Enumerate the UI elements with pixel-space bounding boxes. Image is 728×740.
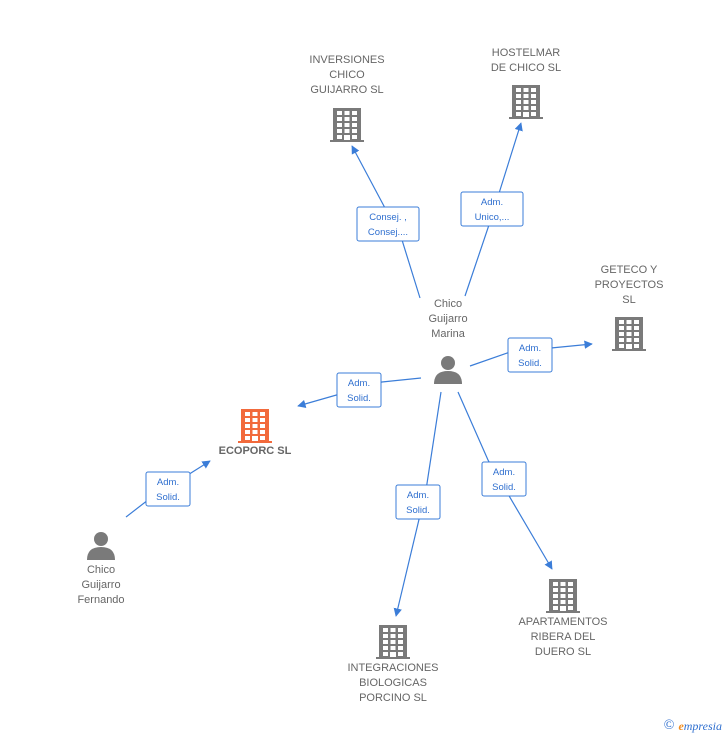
node-label-line: ECOPORC SL <box>219 445 292 457</box>
edge-label-box[interactable] <box>145 471 191 507</box>
edge-marina-ecoporc: Adm. Solid. <box>297 372 422 408</box>
node-label-line: DUERO SL <box>535 646 591 658</box>
edge-label-line: Consej.... <box>368 227 408 238</box>
edge-label-line: Solid. <box>492 482 516 493</box>
edge-label-line: Consej. , <box>369 212 407 223</box>
building-icon <box>330 108 364 142</box>
node-label-line: SL <box>622 294 635 306</box>
edge-marina-hostelmar: Adm. Unico,... <box>460 122 524 297</box>
edge-label-line: Adm. <box>157 477 179 488</box>
edge-arrow <box>297 377 422 408</box>
edge-arrow <box>457 391 553 570</box>
node-integraciones[interactable]: INTEGRACIONES BIOLOGICAS PORCINO SL <box>347 625 439 704</box>
edge-label-line: Solid. <box>406 505 430 516</box>
edge-marina-integraciones: Adm. Solid. <box>393 391 442 617</box>
node-label-line: Marina <box>431 328 466 340</box>
edge-label-line: Unico,... <box>475 212 510 223</box>
building-icon <box>546 579 580 613</box>
edge-label-line: Adm. <box>481 197 503 208</box>
edge-label-line: Solid. <box>518 358 542 369</box>
edge-label-box[interactable] <box>336 372 382 408</box>
node-label-line: Fernando <box>77 594 124 606</box>
node-label-line: HOSTELMAR <box>492 47 561 59</box>
building-icon <box>238 409 272 443</box>
edge-label-line: Adm. <box>348 378 370 389</box>
person-icon <box>434 356 462 384</box>
node-label-line: BIOLOGICAS <box>359 677 427 689</box>
node-label-line: GUIJARRO SL <box>310 84 383 96</box>
building-icon <box>509 85 543 119</box>
empresia-watermark: © empresia <box>664 718 722 734</box>
node-inversiones[interactable]: INVERSIONES CHICO GUIJARRO SL <box>309 54 385 142</box>
edge-label-box[interactable] <box>507 337 553 373</box>
edge-fernando-ecoporc: Adm. Solid. <box>125 460 211 518</box>
node-label-line: PORCINO SL <box>359 692 427 704</box>
nodes-layer: INVERSIONES CHICO GUIJARRO SL HOSTELMAR DE C… <box>77 47 663 704</box>
edges-layer: Consej. , Consej.... Adm. Unico,... Adm. Soli… <box>125 122 593 617</box>
edge-label-box[interactable] <box>481 461 527 497</box>
edge-label-box[interactable] <box>460 191 524 227</box>
node-label-line: Guijarro <box>81 579 120 591</box>
node-hostelmar[interactable]: HOSTELMAR DE CHICO SL <box>491 47 561 119</box>
edge-marina-geteco: Adm. Solid. <box>469 337 593 373</box>
node-label-line: Guijarro <box>428 313 467 325</box>
brand-logo: empresia <box>678 718 722 733</box>
node-label-line: PROYECTOS <box>595 279 664 291</box>
node-label-line: INTEGRACIONES <box>347 662 438 674</box>
edge-label-box[interactable] <box>356 206 420 242</box>
edge-marina-apartamentos: Adm. Solid. <box>457 391 553 570</box>
copyright-symbol: © <box>663 718 675 733</box>
node-label-line: Chico <box>87 564 115 576</box>
edge-label-line: Adm. <box>519 343 541 354</box>
node-label-line: INVERSIONES <box>309 54 384 66</box>
edge-label-line: Adm. <box>407 490 429 501</box>
node-label-line: DE CHICO SL <box>491 62 561 74</box>
edge-label-line: Solid. <box>347 393 371 404</box>
node-label-line: Chico <box>434 298 462 310</box>
edge-marina-inversiones: Consej. , Consej.... <box>351 145 421 299</box>
edge-label-line: Adm. <box>493 467 515 478</box>
node-geteco[interactable]: GETECO Y PROYECTOS SL <box>595 264 664 351</box>
node-label-line: CHICO <box>329 69 365 81</box>
building-icon <box>376 625 410 659</box>
node-label-line: GETECO Y <box>601 264 658 276</box>
node-apartamentos[interactable]: APARTAMENTOS RIBERA DEL DUERO SL <box>518 579 608 658</box>
node-label-line: RIBERA DEL <box>531 631 596 643</box>
node-ecoporc[interactable]: ECOPORC SL <box>219 409 292 457</box>
edge-label-box[interactable] <box>395 484 441 520</box>
node-label-line: APARTAMENTOS <box>518 616 607 628</box>
building-icon <box>612 317 646 351</box>
edge-label-line: Solid. <box>156 492 180 503</box>
person-icon <box>87 532 115 560</box>
